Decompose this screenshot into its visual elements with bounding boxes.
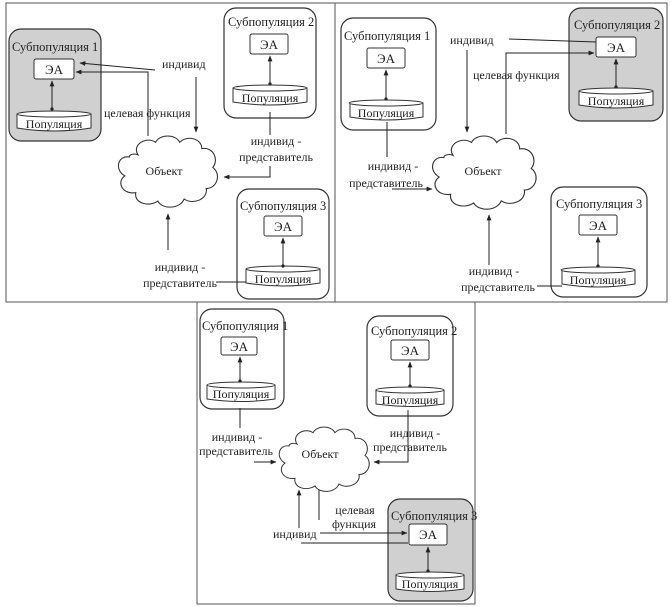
panel-frame <box>196 301 476 605</box>
ea-label: ЭА <box>274 219 293 234</box>
individual-to-ea-line <box>508 38 597 43</box>
rep1-label-line2: представитель <box>199 444 273 458</box>
subpopulation-title: Субпопуляция 2 <box>371 324 457 338</box>
rep2-to-object-arrow <box>373 410 409 465</box>
population-cylinder <box>232 84 308 106</box>
ea-box <box>220 336 258 356</box>
population-cylinder <box>578 87 654 109</box>
fitness-label: целевая функция <box>104 106 191 120</box>
panel-3: Субпопуляция 1 ЭА Популяция Субпопуляция… <box>196 301 477 605</box>
ea-label: ЭА <box>260 37 279 52</box>
rep3-label-line1: индивид - <box>155 260 206 274</box>
population-label: Популяция <box>570 273 627 287</box>
individual-label: индивид <box>450 33 494 47</box>
ea-label: ЭА <box>377 51 396 66</box>
population-label: Популяция <box>26 117 83 131</box>
subpopulation-1: Субпопуляция 1 ЭА Популяция <box>199 308 288 410</box>
individual-label: индивид <box>273 527 317 541</box>
subpopulation-2: Субпопуляция 2 ЭА Популяция <box>366 315 457 417</box>
fitness-label-line2: функция <box>332 517 377 531</box>
subpopulation-title: Субпопуляция 2 <box>228 15 314 29</box>
subpopulation-title: Субпопуляция 1 <box>202 319 288 333</box>
population-label: Популяция <box>382 393 439 407</box>
fitness-to-ea-arrow <box>75 69 149 136</box>
ea-box <box>595 36 637 58</box>
fitness-label-line1: целевая <box>335 503 375 517</box>
ea-box <box>408 523 448 546</box>
rep2-label-line1: индивид - <box>390 426 441 440</box>
subpopulation-title: Субпопуляция 3 <box>391 509 477 523</box>
subpopulation-3: Субпопуляция 3 ЭА Популяция <box>387 498 477 602</box>
population-label: Популяция <box>242 91 299 105</box>
ea-box <box>366 47 406 69</box>
rep2-label-line1: индивид - <box>251 134 302 148</box>
rep3-label-line2: представитель <box>143 276 217 290</box>
object-label: Объект <box>302 447 340 461</box>
population-cylinder <box>348 99 424 121</box>
ea-box <box>263 215 303 237</box>
object-cloud: Объект <box>431 135 537 210</box>
rep2-label-line2: представитель <box>239 150 313 164</box>
population-label: Популяция <box>255 272 312 286</box>
subpopulation-2: Субпопуляция 2 ЭА Популяция <box>223 7 317 119</box>
population-label: Популяция <box>358 106 415 120</box>
ea-box <box>578 214 618 236</box>
rep3-label-line1: индивид - <box>469 264 520 278</box>
ea-label: ЭА <box>45 62 64 77</box>
subpopulation-title: Субпопуляция 1 <box>344 29 430 43</box>
subpopulation-3: Субпопуляция 3 ЭА Популяция <box>236 188 330 300</box>
rep1-label-line1: индивид - <box>212 430 263 444</box>
object-cloud: Объект <box>117 135 219 208</box>
ea-label: ЭА <box>230 339 249 354</box>
ea-box <box>249 33 289 55</box>
ea-label: ЭА <box>401 343 420 358</box>
rep1-label-line2: представитель <box>349 176 423 190</box>
ea-label: ЭА <box>589 218 608 233</box>
fitness-label: целевая функция <box>473 68 560 82</box>
ea-label: ЭА <box>607 40 626 55</box>
population-label: Популяция <box>213 387 270 401</box>
ea-box <box>33 58 75 80</box>
object-label: Объект <box>465 164 503 178</box>
subpopulation-title: Субпопуляция 3 <box>556 197 642 211</box>
population-cylinder <box>375 386 445 407</box>
population-label: Популяция <box>402 577 459 591</box>
ea-label: ЭА <box>419 527 438 542</box>
fitness-to-ea-arrow <box>505 50 595 134</box>
subpopulation-title: Субпопуляция 1 <box>12 40 98 54</box>
population-cylinder <box>395 571 465 592</box>
rep3-label-line2: представитель <box>461 280 535 294</box>
subpopulation-1: Субпопуляция 1 ЭА Популяция <box>8 28 102 142</box>
panel-frame <box>334 2 668 303</box>
ea-box <box>390 339 430 361</box>
object-label: Объект <box>146 164 184 178</box>
rep2-to-object-arrow <box>223 166 271 180</box>
subpopulation-title: Субпопуляция 2 <box>574 18 660 32</box>
subpopulation-3: Субпопуляция 3 ЭА Популяция <box>550 186 648 298</box>
subpopulation-1: Субпопуляция 1 ЭА Популяция <box>340 17 437 131</box>
individual-label: индивид <box>162 57 206 71</box>
panel-2: Субпопуляция 1 ЭА Популяция Субпопуляция… <box>334 2 668 303</box>
rep2-label-line2: представитель <box>373 440 447 454</box>
population-label: Популяция <box>588 94 645 108</box>
rep1-label-line1: индивид - <box>368 159 419 173</box>
population-cylinder <box>16 110 92 132</box>
subpopulation-2: Субпопуляция 2 ЭА Популяция <box>568 7 664 122</box>
panel-1: Субпопуляция 1 ЭА Популяция Субпопуляция… <box>5 2 336 303</box>
object-cloud: Объект <box>278 426 370 492</box>
subpopulation-title: Субпопуляция 3 <box>240 199 326 213</box>
individual-to-ea-arrow <box>79 61 156 71</box>
population-cylinder <box>560 266 636 288</box>
